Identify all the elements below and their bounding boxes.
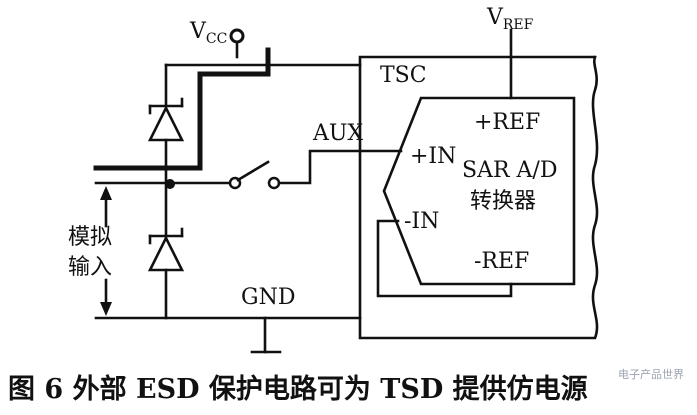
plus-in-label: +IN: [410, 144, 456, 169]
minus-ref-label: -REF: [474, 249, 529, 274]
plus-ref-label: +REF: [474, 110, 540, 135]
aux-label: AUX: [312, 121, 363, 146]
switch-contact-right: [267, 176, 281, 190]
switch-blade: [236, 160, 270, 182]
aux-wire: [277, 149, 403, 185]
sar-adc-block: [382, 96, 576, 286]
input-junction-dot: [165, 179, 175, 189]
vref-label: VREF: [486, 5, 534, 33]
minus-in-label: -IN: [404, 209, 439, 234]
analog-input-label-line2: 输入: [68, 255, 112, 280]
tsc-chip-outline: [358, 55, 599, 340]
vcc-thick-bus: [93, 47, 271, 171]
figure-caption: 图 6 外部 ESD 保护电路可为 TSD 提供仿电源: [8, 373, 588, 405]
vcc-label: VCC: [189, 19, 227, 47]
vcc-terminal: [229, 28, 245, 44]
watermark-text: 电子产品世界: [618, 367, 684, 381]
lower-esd-diode: [147, 227, 185, 272]
gnd-label: GND: [241, 285, 295, 310]
tsc-label: TSC: [380, 63, 427, 88]
analog-input-arrow-up: [100, 186, 112, 200]
sar-label-line2: 转换器: [470, 189, 536, 214]
minus-in-loop-wire: [376, 219, 513, 298]
sar-label-line1: SAR A/D: [462, 158, 557, 183]
analog-input-arrow-down: [100, 302, 112, 316]
analog-input-label-line1: 模拟: [68, 225, 112, 250]
upper-esd-diode: [147, 97, 185, 142]
